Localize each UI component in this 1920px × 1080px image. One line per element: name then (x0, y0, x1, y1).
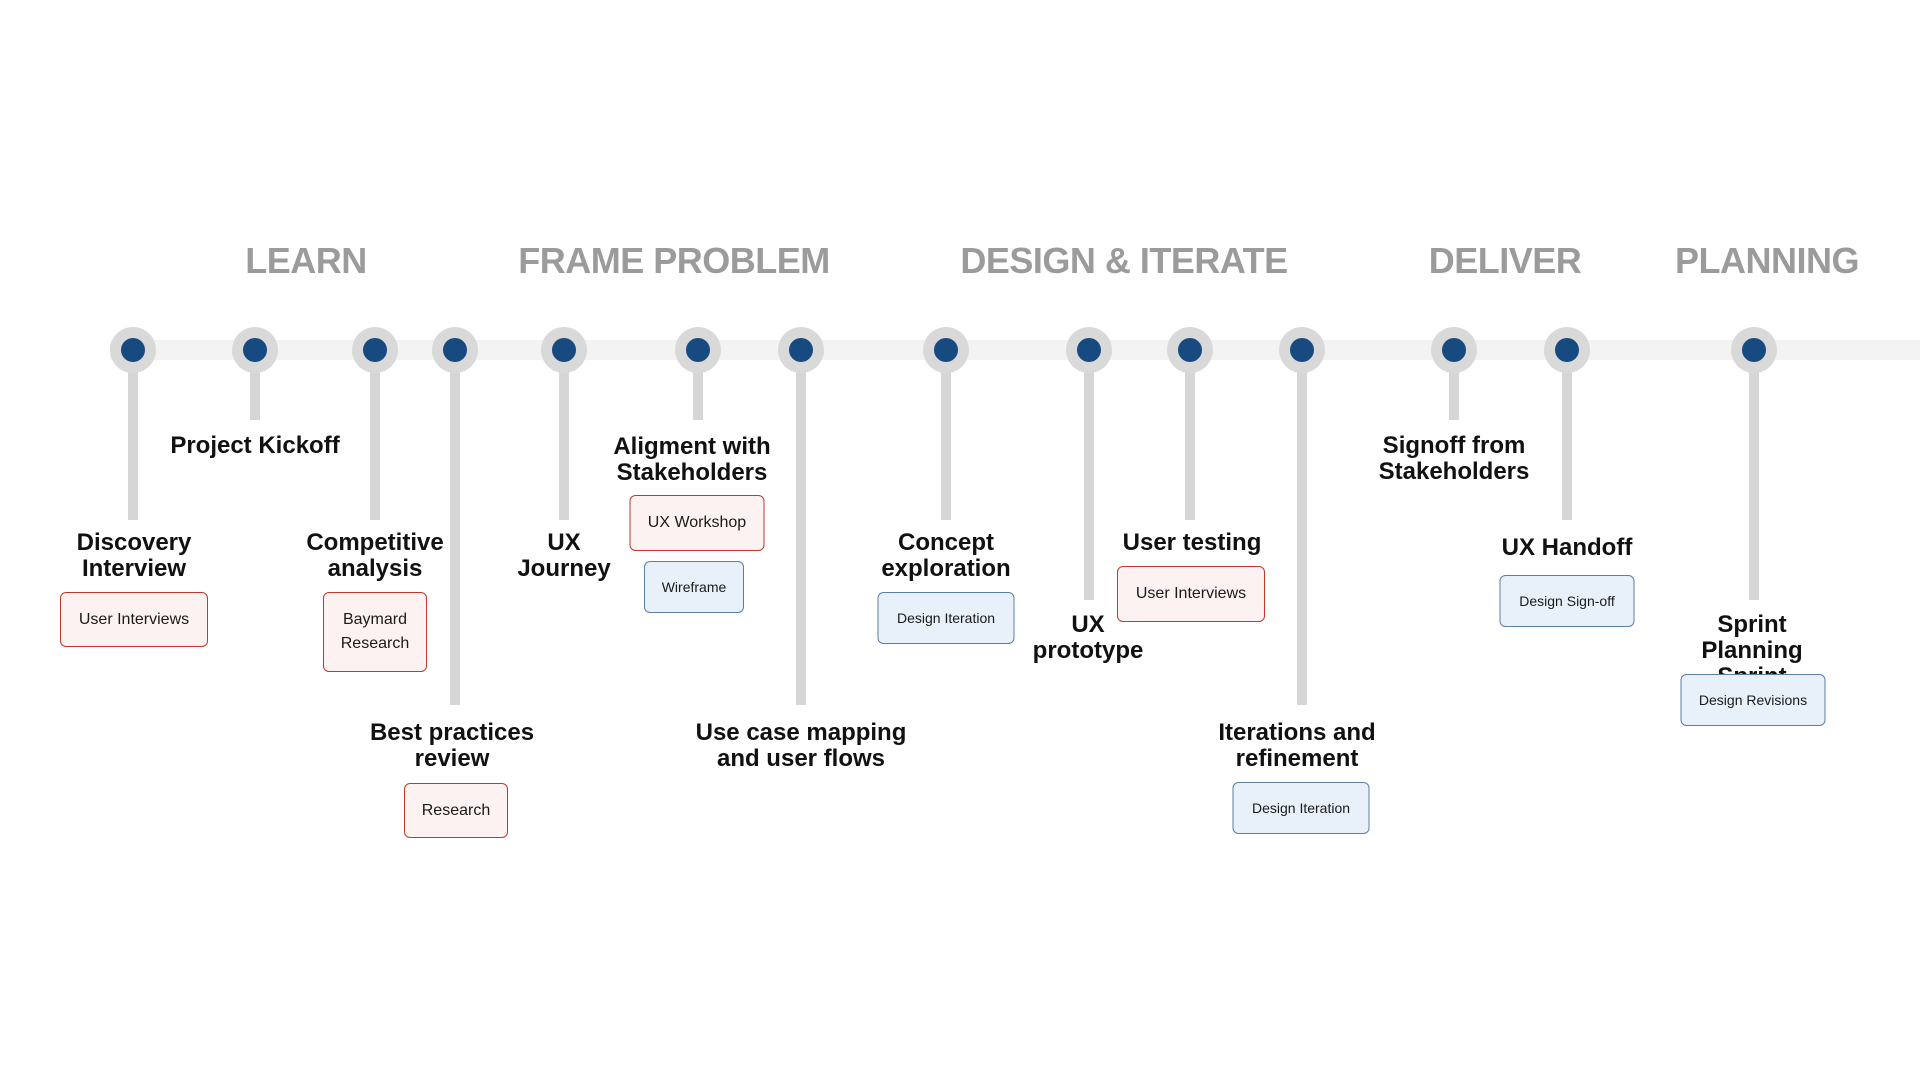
milestone-dot (1742, 338, 1766, 362)
milestone-dot (1442, 338, 1466, 362)
milestone-ux-handoff: UX Handoff (1501, 534, 1633, 561)
milestone-dot (1290, 338, 1314, 362)
tag-wireframe: Wireframe (644, 561, 744, 613)
milestone-node (232, 327, 278, 373)
milestone-project-kickoff: Project Kickoff (170, 432, 340, 459)
milestone-iterations-refinement: Iterations and refinement (1218, 719, 1376, 772)
milestone-ux-prototype: UX prototype (1032, 611, 1144, 664)
milestone-dot (243, 338, 267, 362)
milestone-stem (450, 350, 460, 705)
milestone-alignment-stakeholders: Aligment with Stakeholders (613, 433, 771, 486)
milestone-stem (1749, 350, 1759, 600)
milestone-dot (1077, 338, 1101, 362)
milestone-use-case-mapping: Use case mapping and user flows (695, 719, 907, 772)
milestone-dot (686, 338, 710, 362)
milestone-dot (443, 338, 467, 362)
milestone-stem (941, 350, 951, 520)
milestone-stem (1297, 350, 1307, 705)
milestone-dot (934, 338, 958, 362)
milestone-user-testing: User testing (1122, 529, 1262, 556)
milestone-node (1731, 327, 1777, 373)
milestone-node (1167, 327, 1213, 373)
milestone-node (541, 327, 587, 373)
milestone-stem (796, 350, 806, 705)
milestone-node (923, 327, 969, 373)
milestone-discovery-interview: Discovery Interview (76, 529, 192, 582)
milestone-node (352, 327, 398, 373)
milestone-dot (121, 338, 145, 362)
milestone-competitive-analysis: Competitive analysis (306, 529, 444, 582)
milestone-dot (1178, 338, 1202, 362)
milestone-stem (693, 350, 703, 420)
tag-design-iteration: Design Iteration (877, 592, 1015, 644)
milestone-stem (1185, 350, 1195, 520)
milestone-signoff-stakeholders: Signoff from Stakeholders (1378, 432, 1530, 485)
tag-ux-workshop: UX Workshop (629, 495, 765, 551)
milestone-dot (363, 338, 387, 362)
tag-design-iteration-refinement: Design Iteration (1232, 782, 1370, 834)
milestone-stem (250, 350, 260, 420)
milestone-node (1066, 327, 1112, 373)
phase-learn: LEARN (245, 240, 367, 281)
milestone-best-practices-review: Best practices review (369, 719, 535, 772)
milestone-stem (1562, 350, 1572, 520)
tag-user-interviews: User Interviews (60, 592, 208, 647)
milestone-node (432, 327, 478, 373)
phase-deliver: DELIVER (1428, 240, 1582, 281)
milestone-stem (1084, 350, 1094, 600)
phase-design-iterate: DESIGN & ITERATE (960, 240, 1288, 281)
tag-design-revisions: Design Revisions (1680, 674, 1826, 726)
tag-user-interviews-testing: User Interviews (1117, 566, 1265, 622)
milestone-node (110, 327, 156, 373)
milestone-stem (1449, 350, 1459, 420)
milestone-stem (370, 350, 380, 520)
milestone-node (1279, 327, 1325, 373)
milestone-node (1431, 327, 1477, 373)
milestone-node (675, 327, 721, 373)
milestone-dot (552, 338, 576, 362)
milestone-ux-journey: UX Journey (517, 529, 611, 582)
milestone-node (1544, 327, 1590, 373)
milestone-node (778, 327, 824, 373)
phase-planning: PLANNING (1675, 240, 1860, 281)
milestone-stem (559, 350, 569, 520)
milestone-dot (789, 338, 813, 362)
tag-research: Research (404, 783, 508, 838)
tag-baymard-research: Baymard Research (323, 592, 427, 672)
milestone-concept-exploration: Concept exploration (881, 529, 1011, 582)
phase-frame-problem: FRAME PROBLEM (518, 240, 830, 281)
milestone-dot (1555, 338, 1579, 362)
milestone-stem (128, 350, 138, 520)
tag-design-signoff: Design Sign-off (1499, 575, 1635, 627)
